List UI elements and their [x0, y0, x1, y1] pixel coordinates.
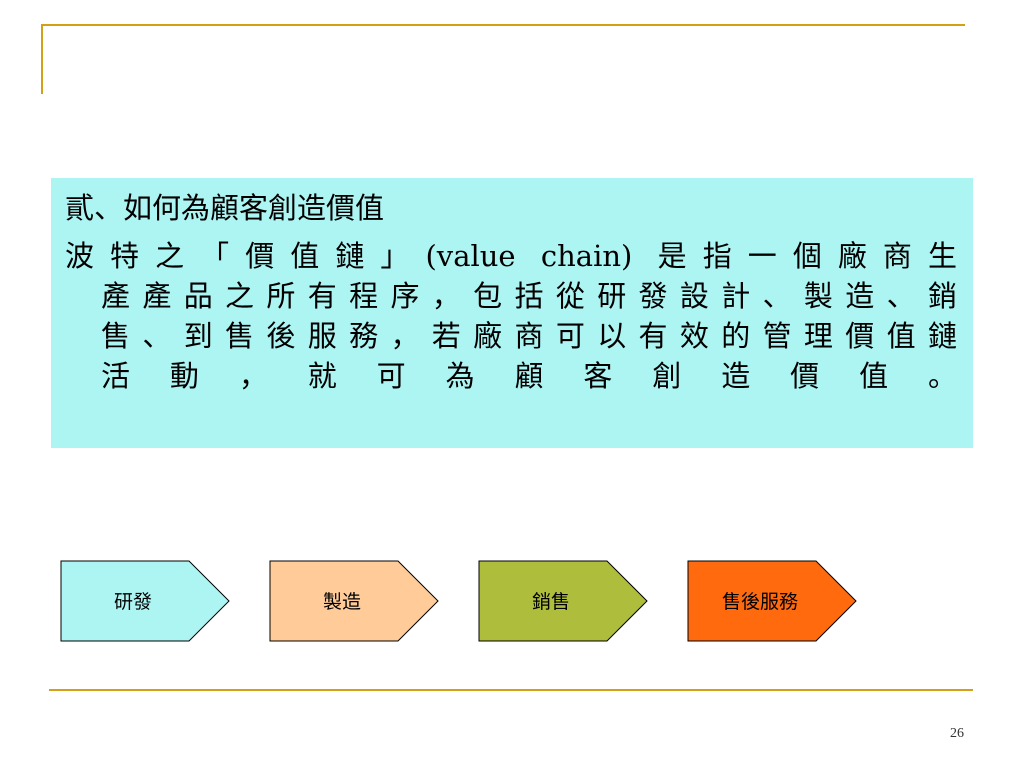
value-chain-chevron: [269, 560, 439, 642]
value-chain-chevron: [478, 560, 648, 642]
value-chain-step-3: 銷售: [478, 560, 648, 642]
value-chain-chevron: [60, 560, 230, 642]
value-chain-step-4: 售後服務: [687, 560, 857, 642]
body-line-2: 產產品之所有程序，包括從研發設計、製造、銷: [101, 279, 957, 313]
frame-top-line: [41, 24, 965, 26]
value-chain-step-2: 製造: [269, 560, 439, 642]
text-box: 貳、如何為顧客創造價值 波特之「價值鏈」(value chain) 是指一個廠商…: [51, 178, 973, 448]
page-number: 26: [950, 726, 964, 741]
value-chain-step-1: 研發: [60, 560, 230, 642]
value-chain-chevron: [687, 560, 857, 642]
value-chain-svg: 研發 製造 銷售 售後服務: [60, 560, 857, 642]
value-chain-step-label: 研發: [114, 591, 152, 613]
value-chain-diagram: 研發 製造 銷售 售後服務: [60, 560, 890, 642]
value-chain-step-label: 售後服務: [722, 591, 798, 613]
slide-heading: 貳、如何為顧客創造價值: [65, 191, 385, 225]
slide-body: 波特之「價值鏈」(value chain) 是指一個廠商生 產產品之所有程序，包…: [65, 236, 957, 396]
body-line-1: 波特之「價值鏈」(value chain) 是指一個廠商生: [65, 239, 957, 273]
value-chain-step-label: 製造: [323, 591, 361, 613]
body-line-4: 活 動 ， 就 可 為 顧 客 創 造 價 值 。: [101, 359, 957, 393]
body-line-3: 售、到售後服務，若廠商可以有效的管理價值鏈: [101, 319, 957, 353]
value-chain-step-label: 銷售: [532, 591, 570, 613]
frame-left-line: [41, 24, 43, 94]
frame-bottom-line: [49, 689, 973, 691]
